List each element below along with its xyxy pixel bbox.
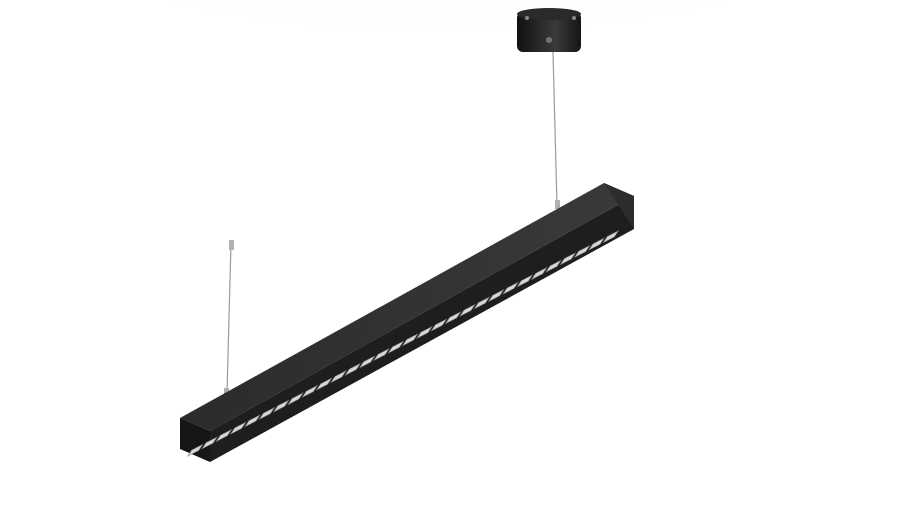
louver-cell	[201, 436, 218, 450]
louver-cell	[315, 377, 333, 391]
louver-cell	[559, 252, 577, 266]
louver-cell	[588, 237, 605, 251]
louver-cell	[401, 333, 419, 347]
louver-cell	[602, 230, 620, 244]
louver-cell	[373, 347, 390, 362]
louver-cell	[258, 406, 276, 421]
suspension-cable-left	[226, 242, 232, 394]
louver-cell	[430, 318, 448, 332]
louver-cell	[287, 392, 304, 406]
louver-cell	[416, 325, 433, 340]
louver-cell	[530, 266, 548, 281]
louver-cell	[330, 370, 347, 384]
louver-cell	[358, 355, 376, 369]
ceiling-canopy	[517, 8, 581, 52]
louver-cell	[387, 340, 405, 354]
louver-cell	[502, 281, 519, 295]
louver-cell	[244, 414, 261, 428]
louver-cell	[229, 421, 247, 435]
louver-cell	[459, 303, 476, 317]
louver-cell	[516, 274, 534, 288]
louver-cell	[215, 428, 233, 443]
louver-cell	[473, 296, 491, 310]
louver-cell	[444, 311, 462, 325]
louver-cell	[301, 384, 319, 398]
suspension-cable-right	[552, 51, 558, 207]
ceiling-glow	[0, 0, 900, 190]
louver-cell	[545, 259, 562, 273]
louver-cell	[344, 362, 362, 376]
louver-cell	[272, 399, 290, 413]
louver-cell	[186, 443, 204, 457]
fixture-body	[180, 183, 634, 462]
louver-diffuser	[186, 230, 620, 457]
cable-grippers	[224, 200, 560, 396]
louver-cell	[487, 289, 505, 303]
louver-cell	[573, 244, 591, 259]
